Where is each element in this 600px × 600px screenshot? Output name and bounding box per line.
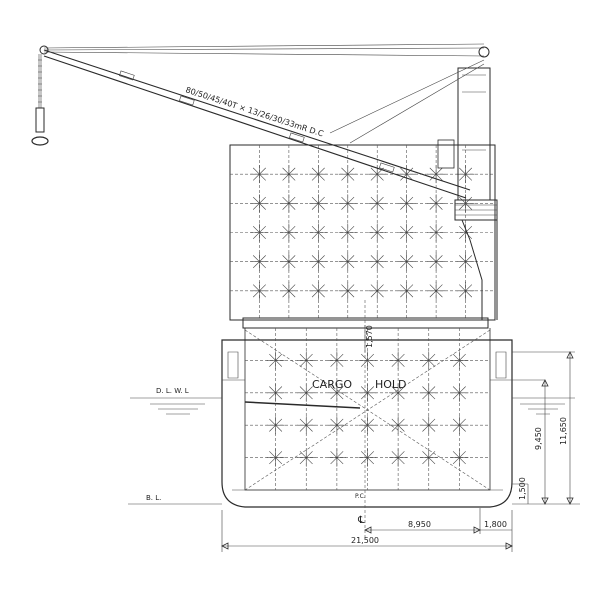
star-marker <box>450 383 469 402</box>
star-marker <box>309 281 328 300</box>
star-marker <box>419 448 438 467</box>
depth-dim: 11,650 <box>559 417 568 445</box>
star-marker <box>250 194 269 213</box>
half-breadth-dim: 8,950 <box>408 520 431 529</box>
star-marker <box>427 194 446 213</box>
star-marker <box>368 223 387 242</box>
star-marker <box>456 194 475 213</box>
star-marker <box>427 252 446 271</box>
star-marker <box>358 383 377 402</box>
draft-dim: 9,450 <box>534 427 543 450</box>
hatch-height-dim: 1,570 <box>365 325 374 348</box>
star-marker <box>338 194 357 213</box>
star-marker <box>450 448 469 467</box>
star-marker <box>279 281 298 300</box>
dlwl-label: D. L. W. L <box>156 387 189 395</box>
star-marker <box>279 223 298 242</box>
star-marker <box>327 448 346 467</box>
baseline-label: B. L. <box>146 494 161 502</box>
star-marker <box>297 448 316 467</box>
breadth-dim: 21,500 <box>351 536 379 545</box>
star-marker <box>368 194 387 213</box>
star-marker <box>389 416 408 435</box>
crane-hook <box>31 54 49 146</box>
pc-label: P.C. <box>355 493 366 500</box>
star-marker <box>389 383 408 402</box>
star-marker <box>309 165 328 184</box>
star-marker <box>338 165 357 184</box>
star-marker <box>250 281 269 300</box>
star-marker <box>279 165 298 184</box>
star-marker <box>309 194 328 213</box>
star-marker <box>389 448 408 467</box>
star-marker <box>266 416 285 435</box>
star-marker <box>266 448 285 467</box>
star-marker <box>397 223 416 242</box>
star-marker <box>419 416 438 435</box>
double-bottom-dim: 1,500 <box>518 477 527 500</box>
star-marker <box>279 252 298 271</box>
crane-boom <box>39 43 490 199</box>
star-marker <box>250 165 269 184</box>
hold-label: HOLD <box>375 378 407 391</box>
star-marker <box>397 165 416 184</box>
star-marker <box>389 351 408 370</box>
star-marker <box>266 351 285 370</box>
star-marker <box>250 223 269 242</box>
hold-star-markers <box>266 351 469 467</box>
star-marker <box>358 351 377 370</box>
star-marker <box>456 252 475 271</box>
dimension-lines <box>221 351 575 552</box>
star-marker <box>427 281 446 300</box>
waterlines <box>128 397 580 505</box>
star-marker <box>368 165 387 184</box>
star-marker <box>279 194 298 213</box>
star-marker <box>456 165 475 184</box>
star-marker <box>338 223 357 242</box>
star-marker <box>450 416 469 435</box>
crane-pedestal <box>437 67 498 320</box>
crane-capacity-label: 80/50/45/40T × 13/26/30/33mR D.C <box>184 85 325 138</box>
star-marker <box>309 252 328 271</box>
star-marker <box>309 223 328 242</box>
star-marker <box>397 281 416 300</box>
hull-section <box>221 317 513 508</box>
star-marker <box>368 252 387 271</box>
container-grid-lines <box>230 145 495 320</box>
star-marker <box>327 416 346 435</box>
star-marker <box>456 281 475 300</box>
side-offset-dim: 1,800 <box>484 520 507 529</box>
star-marker <box>450 351 469 370</box>
star-marker <box>397 252 416 271</box>
container-star-markers <box>250 165 475 300</box>
star-marker <box>427 223 446 242</box>
centerline-symbol: ℄ <box>357 515 365 526</box>
star-marker <box>250 252 269 271</box>
star-marker <box>419 383 438 402</box>
star-marker <box>397 194 416 213</box>
star-marker <box>297 383 316 402</box>
star-marker <box>338 252 357 271</box>
star-marker <box>338 281 357 300</box>
star-marker <box>358 448 377 467</box>
cargo-label: CARGO <box>312 378 352 391</box>
star-marker <box>297 351 316 370</box>
star-marker <box>297 416 316 435</box>
star-marker <box>266 383 285 402</box>
container-stack <box>229 144 496 321</box>
star-marker <box>427 165 446 184</box>
star-marker <box>456 223 475 242</box>
star-marker <box>419 351 438 370</box>
star-marker <box>327 383 346 402</box>
star-marker <box>358 416 377 435</box>
star-marker <box>368 281 387 300</box>
star-marker <box>327 351 346 370</box>
